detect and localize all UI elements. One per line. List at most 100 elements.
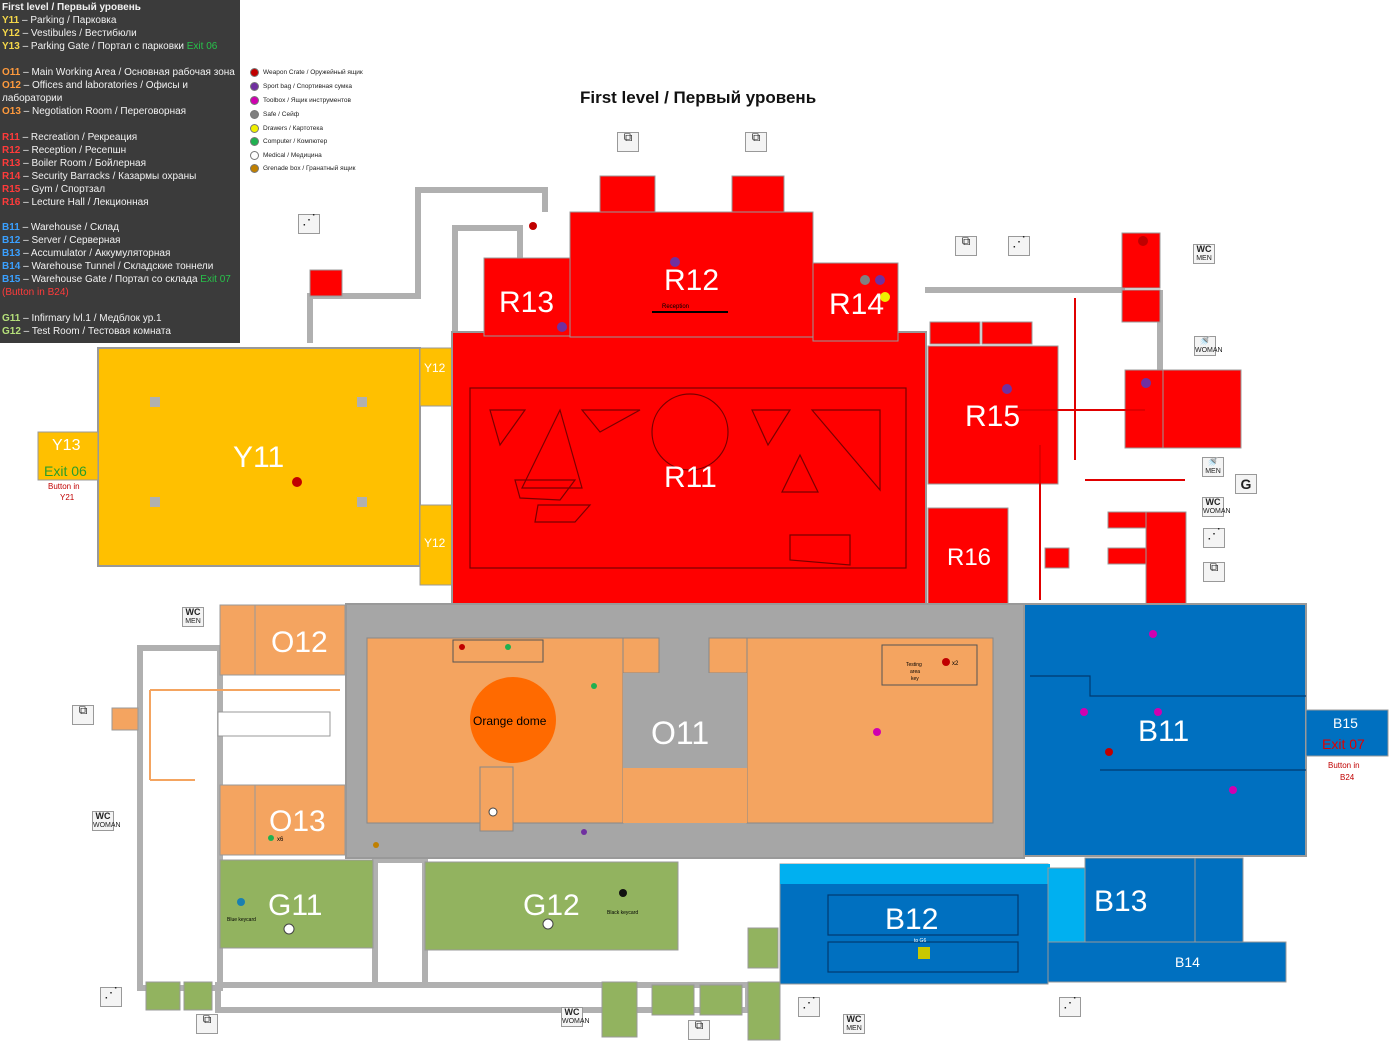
safe-icon	[250, 110, 259, 119]
legend-item: G12 – Test Room / Тестовая комната	[2, 326, 171, 337]
label-r12: R12	[664, 264, 719, 297]
drawers-icon	[250, 124, 259, 133]
label-b15: B15	[1333, 715, 1358, 731]
stairs-icon: ⋰	[798, 995, 820, 1017]
room-y12-top	[419, 347, 453, 407]
label-black-key: Black keycard	[607, 910, 638, 916]
label-y13-note: Button in	[48, 482, 80, 491]
key-item: Computer / Компютер	[250, 137, 327, 149]
legend-item: B14 – Warehouse Tunnel / Складские тонне…	[2, 261, 214, 272]
label-blue-key: Blue keycard	[227, 917, 256, 923]
legend-item: Y11 – Parking / Парковка	[2, 15, 117, 26]
room-r12	[569, 211, 814, 338]
woman-icon: 🚿WOMAN	[1194, 336, 1223, 356]
sport-bag-icon	[250, 82, 259, 91]
elevator-icon: ⧉	[1203, 561, 1225, 582]
legend-item: R15 – Gym / Спортзал	[2, 184, 106, 195]
legend-item: (Button in B24)	[2, 287, 69, 298]
g-marker-icon: G	[1235, 474, 1257, 494]
label-testing: Testing	[906, 662, 922, 668]
elevator-icon: ⧉	[688, 1019, 710, 1040]
room-r13	[483, 257, 571, 337]
grenade-box-icon	[250, 164, 259, 173]
legend-item: R12 – Reception / Ресепшн	[2, 145, 127, 156]
label-testing-count: x2	[952, 661, 959, 667]
label-r13: R13	[499, 286, 554, 319]
key-item: Toolbox / Ящик инструментов	[250, 96, 351, 108]
legend-item: O13 – Negotiation Room / Переговорная	[2, 106, 187, 117]
room-r16	[927, 507, 1009, 605]
stairs-icon: ⋰	[100, 985, 122, 1007]
label-o11: O11	[651, 715, 709, 751]
legend-item: R11 – Recreation / Рекреация	[2, 132, 138, 143]
label-y11: Y11	[233, 441, 284, 474]
weapon-crate-icon	[250, 68, 259, 77]
label-y12-bottom: Y12	[424, 536, 446, 550]
label-b11: B11	[1138, 715, 1189, 748]
key-item: Medical / Медицина	[250, 151, 322, 163]
elevator-icon: ⧉	[955, 235, 977, 256]
elevator-icon: ⧉	[72, 704, 94, 725]
elevator-icon: ⧉	[745, 131, 767, 152]
legend-item: B13 – Accumulator / Аккумуляторная	[2, 248, 171, 259]
room-b14	[1047, 941, 1287, 983]
elevator-icon: ⧉	[196, 1013, 218, 1034]
legend-item: R14 – Security Barracks / Казармы охраны	[2, 171, 197, 182]
label-b15-note: B24	[1340, 773, 1355, 782]
key-item: Weapon Crate / Оружейный ящик	[250, 68, 363, 80]
label-r14: R14	[829, 288, 884, 321]
room-r14	[812, 262, 899, 342]
label-testing: area	[910, 669, 920, 675]
men-icon: 🚿MEN	[1202, 457, 1224, 477]
label-b15-note: Button in	[1328, 761, 1360, 770]
legend-item: B15 – Warehouse Gate / Портал со склада …	[2, 274, 231, 285]
room-g11	[219, 859, 374, 949]
legend-item: G11 – Infirmary lvl.1 / Медблок ур.1	[2, 313, 162, 324]
medical-icon	[250, 151, 259, 160]
room-g12	[424, 861, 679, 951]
room-r11	[451, 331, 927, 605]
label-r15: R15	[965, 400, 1020, 433]
legend-item: Y13 – Parking Gate / Портал с парковки E…	[2, 41, 218, 52]
label-g12: G12	[523, 889, 580, 922]
legend-item: B12 – Server / Серверная	[2, 235, 121, 246]
room-b15	[1305, 709, 1389, 757]
legend-item: R16 – Lecture Hall / Лекционная	[2, 197, 149, 208]
legend-item: Y12 – Vestibules / Вестибюли	[2, 28, 137, 39]
key-item: Grenade box / Гранатный ящик	[250, 164, 355, 176]
label-b14: B14	[1175, 954, 1200, 970]
legend-item: лаборатории	[2, 93, 63, 104]
label-y13-note: Y21	[60, 493, 75, 502]
label-y13: Y13	[52, 437, 81, 454]
room-b11	[1023, 603, 1307, 857]
label-b13: B13	[1094, 885, 1147, 918]
label-o12: O12	[271, 626, 328, 659]
stairs-icon: ⋰	[298, 212, 320, 234]
label-r12-note: Reception	[662, 304, 689, 310]
computer-icon	[250, 137, 259, 146]
legend-item: B11 – Warehouse / Склад	[2, 222, 119, 233]
legend-item: O12 – Offices and laboratories / Офисы и	[2, 80, 188, 91]
legend-item: O11 – Main Working Area / Основная рабоч…	[2, 67, 235, 78]
label-orange-dome: Orange dome	[473, 714, 547, 728]
stairs-icon: ⋰	[1059, 995, 1081, 1017]
legend-item: R13 – Boiler Room / Бойлерная	[2, 158, 146, 169]
legend-panel: First level / Первый уровень Y11 – Parki…	[0, 0, 240, 343]
map-title: First level / Первый уровень	[580, 88, 817, 107]
orange-dome	[470, 677, 556, 763]
label-b15-exit: Exit 07	[1322, 736, 1365, 752]
label-testing: key	[911, 676, 919, 682]
label-o13-count: x6	[277, 837, 284, 843]
label-y13-exit: Exit 06	[44, 463, 87, 479]
key-item: Drawers / Картотека	[250, 124, 323, 136]
key-item: Safe / Сейф	[250, 110, 299, 122]
toolbox-icon	[250, 96, 259, 105]
stairs-icon: ⋰	[1008, 234, 1030, 256]
